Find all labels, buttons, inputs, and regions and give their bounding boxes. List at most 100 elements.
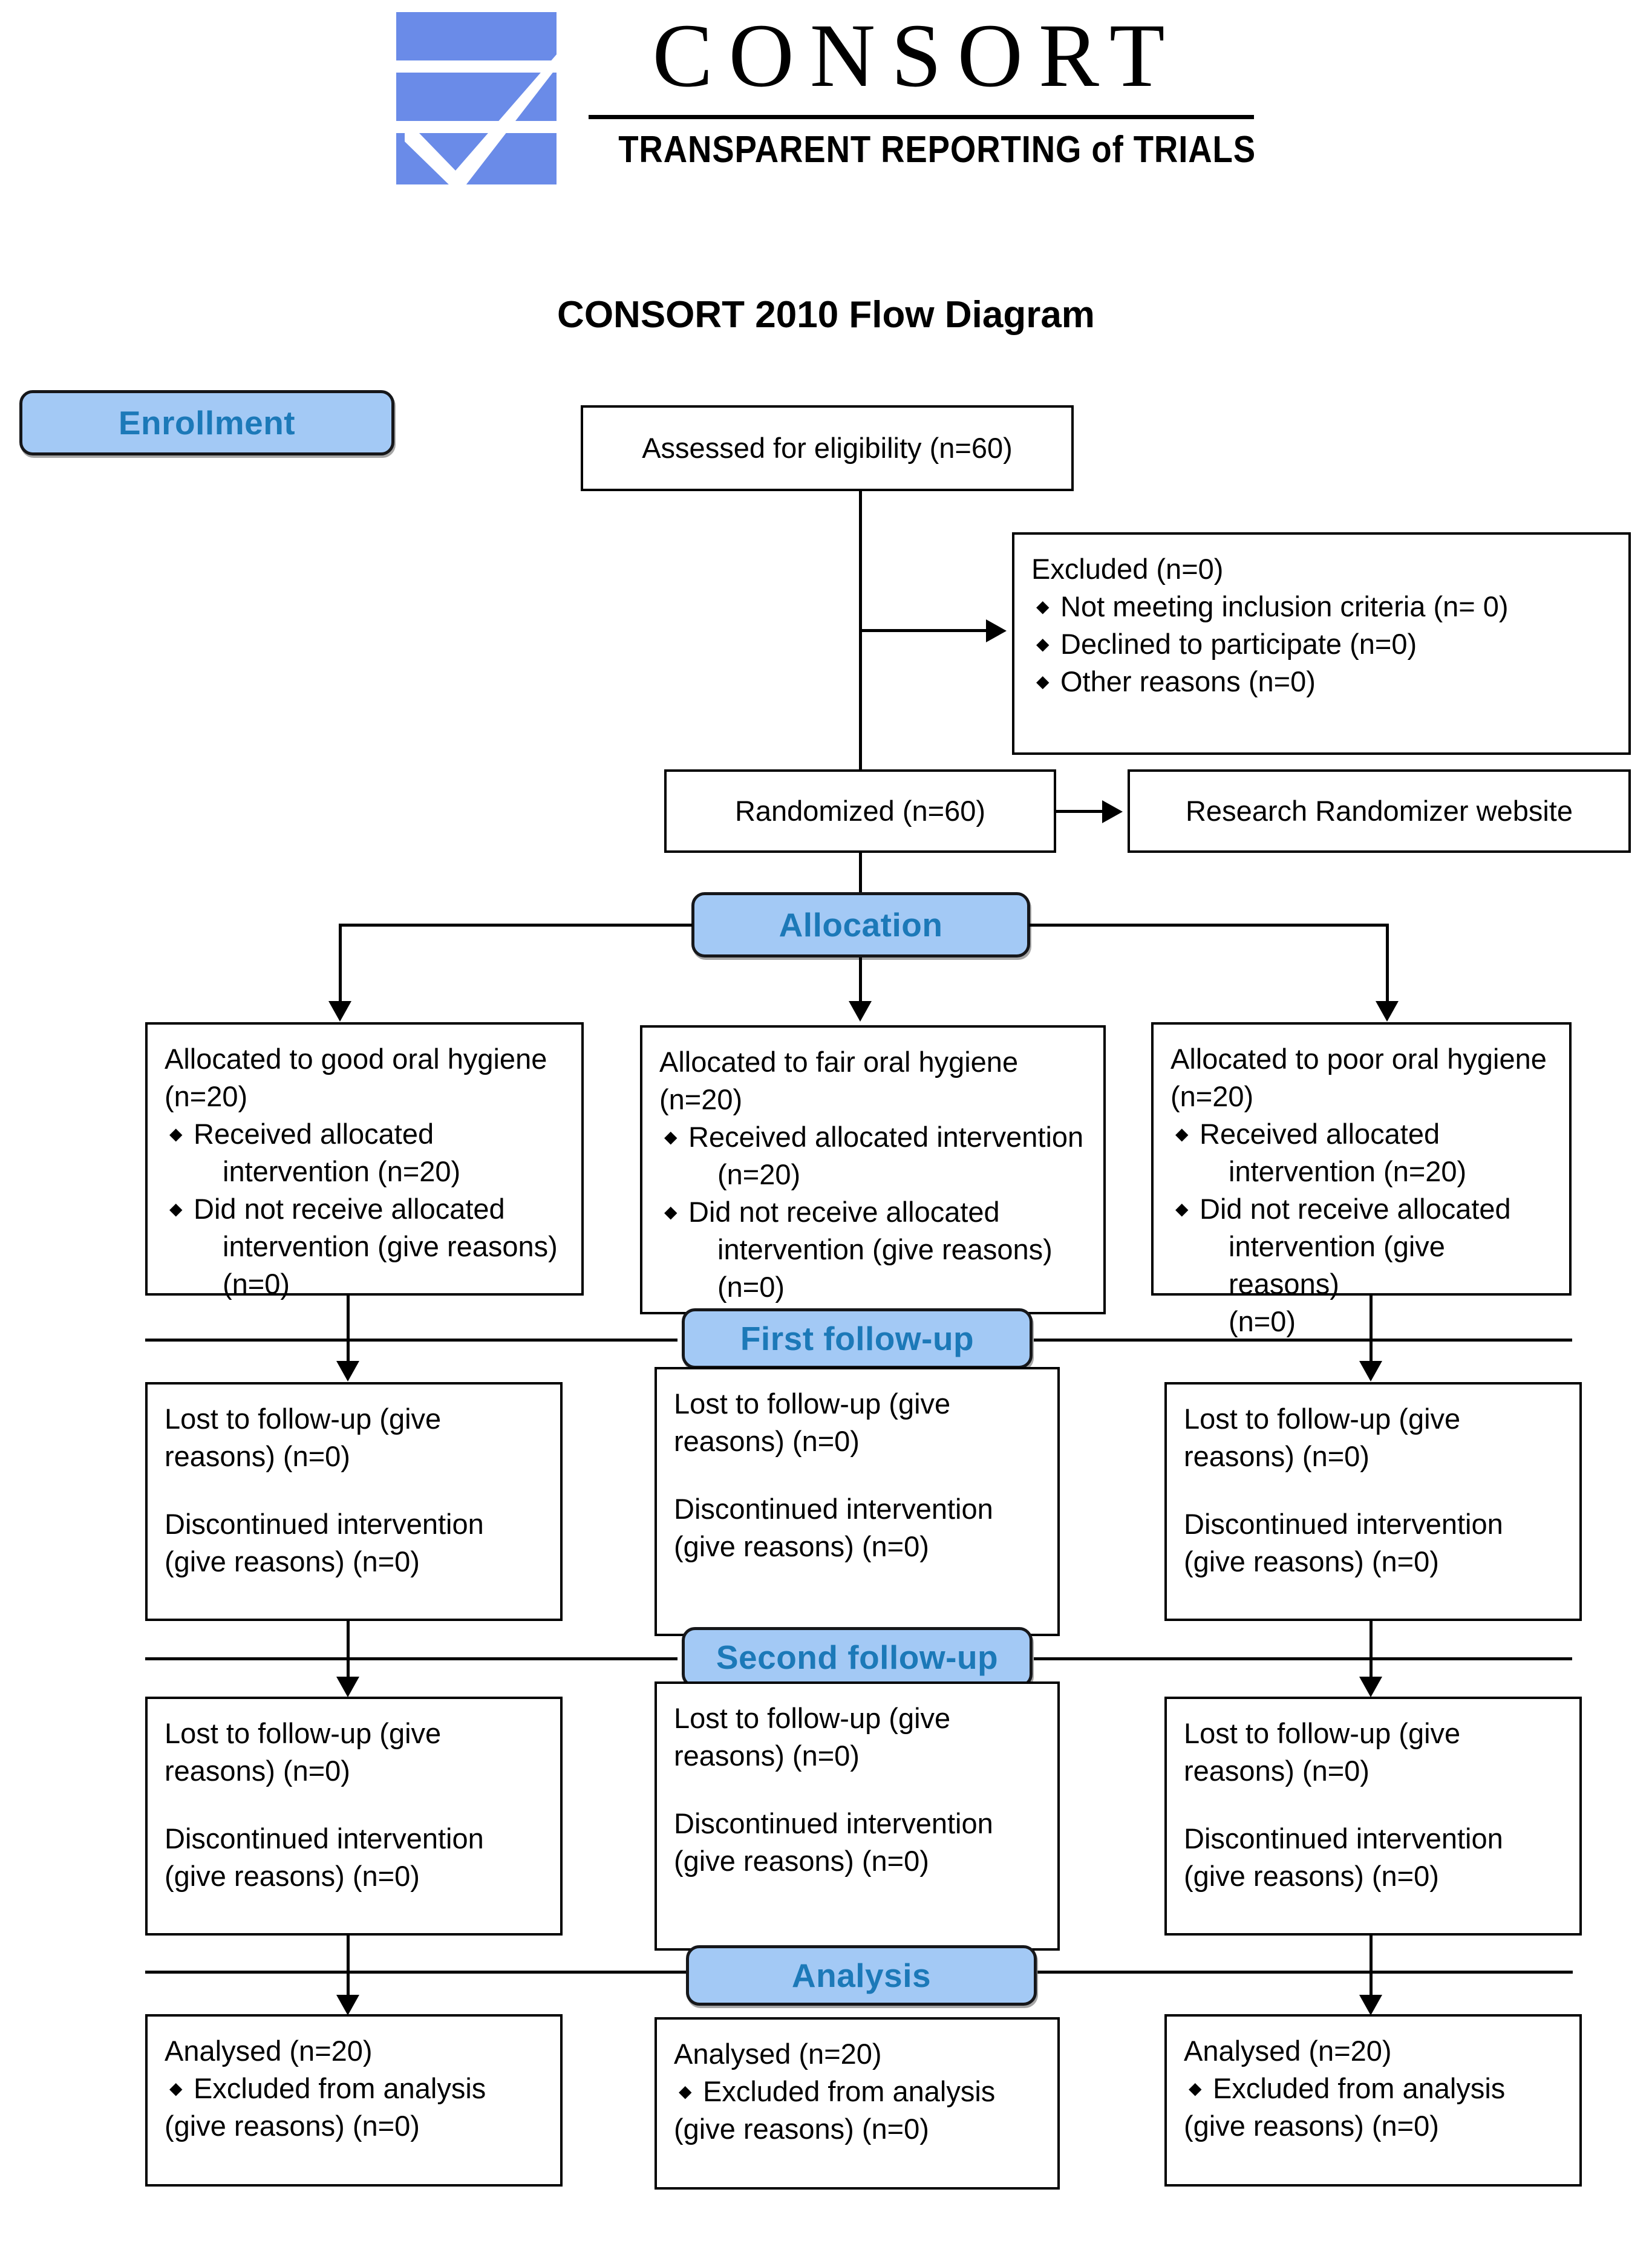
followup1-box-poor: Lost to follow-up (give reasons) (n=0) D… xyxy=(1164,1382,1582,1621)
connector-allocation-left-rail xyxy=(339,924,693,927)
allocation-count-poor: (n=20) xyxy=(1170,1080,1254,1112)
lost-to-followup-text: Lost to follow-up (give reasons) (n=0) xyxy=(165,1403,442,1472)
bullet-cont: intervention (n=20) xyxy=(223,1155,461,1187)
list-item: Received allocated intervention (n=20) xyxy=(1170,1115,1552,1190)
analysed-label: Analysed (n=20) xyxy=(674,2038,882,2070)
bullet-lead: Received allocated xyxy=(1200,1118,1440,1150)
list-item: Did not receive allocated intervention (… xyxy=(165,1190,564,1303)
connector-arm-good-to-followup1 xyxy=(347,1296,350,1374)
analysed-label: Analysed (n=20) xyxy=(1184,2035,1392,2067)
allocation-title-poor: Allocated to poor oral hygiene xyxy=(1170,1043,1547,1075)
bullet-cont2: (n=0) xyxy=(717,1271,785,1303)
connector-to-analysis-good xyxy=(347,1936,350,2008)
assessed-for-eligibility-label: Assessed for eligibility (n=60) xyxy=(642,432,1013,464)
randomized-label: Randomized (n=60) xyxy=(734,795,986,827)
allocation-count-fair: (n=20) xyxy=(659,1083,743,1115)
connector-randomized-to-randomizer xyxy=(1056,810,1114,813)
stage-banner-first-followup: First follow-up xyxy=(682,1308,1033,1369)
lost-to-followup-text: Lost to follow-up (give reasons) (n=0) xyxy=(165,1717,442,1787)
connector-second-followup-right-rail xyxy=(1034,1657,1572,1660)
connector-to-analysis-poor xyxy=(1370,1936,1373,2008)
followup1-box-fair: Lost to follow-up (give reasons) (n=0) D… xyxy=(655,1367,1060,1636)
arrow-followup2-good-icon xyxy=(336,1677,359,1697)
allocation-title-fair: Allocated to fair oral hygiene xyxy=(659,1046,1019,1078)
consort-wordmark: CONSORT xyxy=(652,5,1181,106)
connector-allocation-middle-drop xyxy=(859,957,862,1014)
discontinued-intervention-text: Discontinued intervention (give reasons)… xyxy=(165,1822,484,1892)
connector-analysis-left-rail xyxy=(145,1971,687,1974)
stage-banner-analysis: Analysis xyxy=(686,1945,1037,2006)
arrow-followup1-good-icon xyxy=(336,1361,359,1381)
discontinued-intervention-text: Discontinued intervention (give reasons)… xyxy=(1184,1822,1503,1892)
bullet-cont: intervention (n=20) xyxy=(1229,1155,1467,1187)
list-item: Declined to participate (n=0) xyxy=(1031,625,1611,663)
arrow-analysis-poor-icon xyxy=(1359,1995,1382,2015)
stage-banner-second-followup: Second follow-up xyxy=(682,1627,1033,1688)
discontinued-intervention-text: Discontinued intervention (give reasons)… xyxy=(674,1807,993,1877)
bullet-lead: Received allocated intervention xyxy=(688,1121,1084,1153)
research-randomizer-label: Research Randomizer website xyxy=(1185,795,1573,827)
consort-tagline: TRANSPARENT REPORTING of TRIALS xyxy=(618,129,1256,171)
bullet-cont: intervention (give reasons) xyxy=(1229,1230,1445,1300)
analysis-bullets-good: Excluded from analysis (give reasons) (n… xyxy=(165,2070,543,2145)
analysis-bullets-fair: Excluded from analysis (give reasons) (n… xyxy=(674,2073,1040,2148)
connector-second-followup-left-rail xyxy=(145,1657,677,1660)
bullet-lead: Did not receive allocated xyxy=(194,1193,505,1225)
followup2-box-poor: Lost to follow-up (give reasons) (n=0) D… xyxy=(1164,1697,1582,1936)
allocation-box-good: Allocated to good oral hygiene (n=20) Re… xyxy=(145,1022,584,1300)
discontinued-intervention-text: Discontinued intervention (give reasons)… xyxy=(1184,1508,1503,1577)
analysis-box-poor: Analysed (n=20) Excluded from analysis (… xyxy=(1164,2014,1582,2187)
stage-banner-second-followup-label: Second follow-up xyxy=(716,1639,999,1676)
allocation-bullets-fair: Received allocated intervention (n=20) D… xyxy=(659,1118,1086,1306)
arrow-to-randomizer-icon xyxy=(1102,800,1123,823)
allocation-box-poor: Allocated to poor oral hygiene (n=20) Re… xyxy=(1151,1022,1572,1337)
bullet-lead: Excluded from analysis xyxy=(703,2075,996,2107)
bullet-lead: Did not receive allocated xyxy=(1200,1193,1511,1225)
lost-to-followup-text: Lost to follow-up (give reasons) (n=0) xyxy=(674,1702,951,1772)
list-item: Excluded from analysis (give reasons) (n… xyxy=(674,2073,1040,2148)
bullet-lead: Did not receive allocated xyxy=(688,1196,1000,1228)
allocation-bullets-good: Received allocated intervention (n=20) D… xyxy=(165,1115,564,1303)
stage-banner-first-followup-label: First follow-up xyxy=(740,1320,975,1357)
connector-first-followup-left-rail xyxy=(145,1339,677,1342)
analysed-label: Analysed (n=20) xyxy=(165,2035,373,2067)
connector-allocation-right-rail xyxy=(1029,924,1389,927)
lost-to-followup-text: Lost to follow-up (give reasons) (n=0) xyxy=(1184,1403,1461,1472)
lost-to-followup-text: Lost to follow-up (give reasons) (n=0) xyxy=(1184,1717,1461,1787)
excluded-reason-list: Not meeting inclusion criteria (n= 0) De… xyxy=(1031,588,1611,700)
allocation-box-fair: Allocated to fair oral hygiene (n=20) Re… xyxy=(640,1025,1106,1314)
consort-logo: CONSORT TRANSPARENT REPORTING of TRIALS xyxy=(396,5,1255,188)
bullet-cont: (give reasons) (n=0) xyxy=(674,2113,929,2145)
connector-randomized-to-allocation xyxy=(859,853,862,892)
connector-allocation-right-drop xyxy=(1386,924,1389,1014)
analysis-bullets-poor: Excluded from analysis (give reasons) (n… xyxy=(1184,2070,1562,2145)
arrow-analysis-good-icon xyxy=(336,1995,359,2015)
list-item: Not meeting inclusion criteria (n= 0) xyxy=(1031,588,1611,625)
connector-assessed-to-excluded xyxy=(859,629,989,632)
list-item: Other reasons (n=0) xyxy=(1031,663,1611,700)
discontinued-intervention-text: Discontinued intervention (give reasons)… xyxy=(165,1508,484,1577)
connector-followup1-to-followup2-good xyxy=(347,1621,350,1691)
list-item: Did not receive allocated intervention (… xyxy=(659,1193,1086,1306)
excluded-title: Excluded (n=0) xyxy=(1031,553,1224,585)
bullet-cont: (give reasons) (n=0) xyxy=(165,2110,420,2142)
stage-banner-allocation-label: Allocation xyxy=(779,906,943,944)
allocation-count-good: (n=20) xyxy=(165,1080,248,1112)
bullet-cont: (n=20) xyxy=(717,1158,801,1190)
connector-arm-poor-to-followup1 xyxy=(1370,1296,1373,1374)
arrow-to-arm-fair-icon xyxy=(849,1001,872,1022)
followup2-box-fair: Lost to follow-up (give reasons) (n=0) D… xyxy=(655,1681,1060,1951)
bullet-cont: intervention (give reasons) xyxy=(223,1230,558,1262)
list-item: Received allocated intervention (n=20) xyxy=(659,1118,1086,1193)
bullet-lead: Received allocated xyxy=(194,1118,434,1150)
arrow-followup1-poor-icon xyxy=(1359,1361,1382,1381)
logo-divider-rule xyxy=(589,115,1254,119)
arrow-followup2-poor-icon xyxy=(1359,1677,1382,1697)
assessed-for-eligibility-box: Assessed for eligibility (n=60) xyxy=(581,405,1074,491)
research-randomizer-box: Research Randomizer website xyxy=(1128,769,1631,853)
bullet-cont: (give reasons) (n=0) xyxy=(1184,2110,1439,2142)
consort-logo-text: CONSORT TRANSPARENT REPORTING of TRIALS xyxy=(578,5,1255,186)
connector-followup1-to-followup2-poor xyxy=(1370,1621,1373,1691)
bullet-cont: intervention (give reasons) xyxy=(717,1233,1053,1265)
